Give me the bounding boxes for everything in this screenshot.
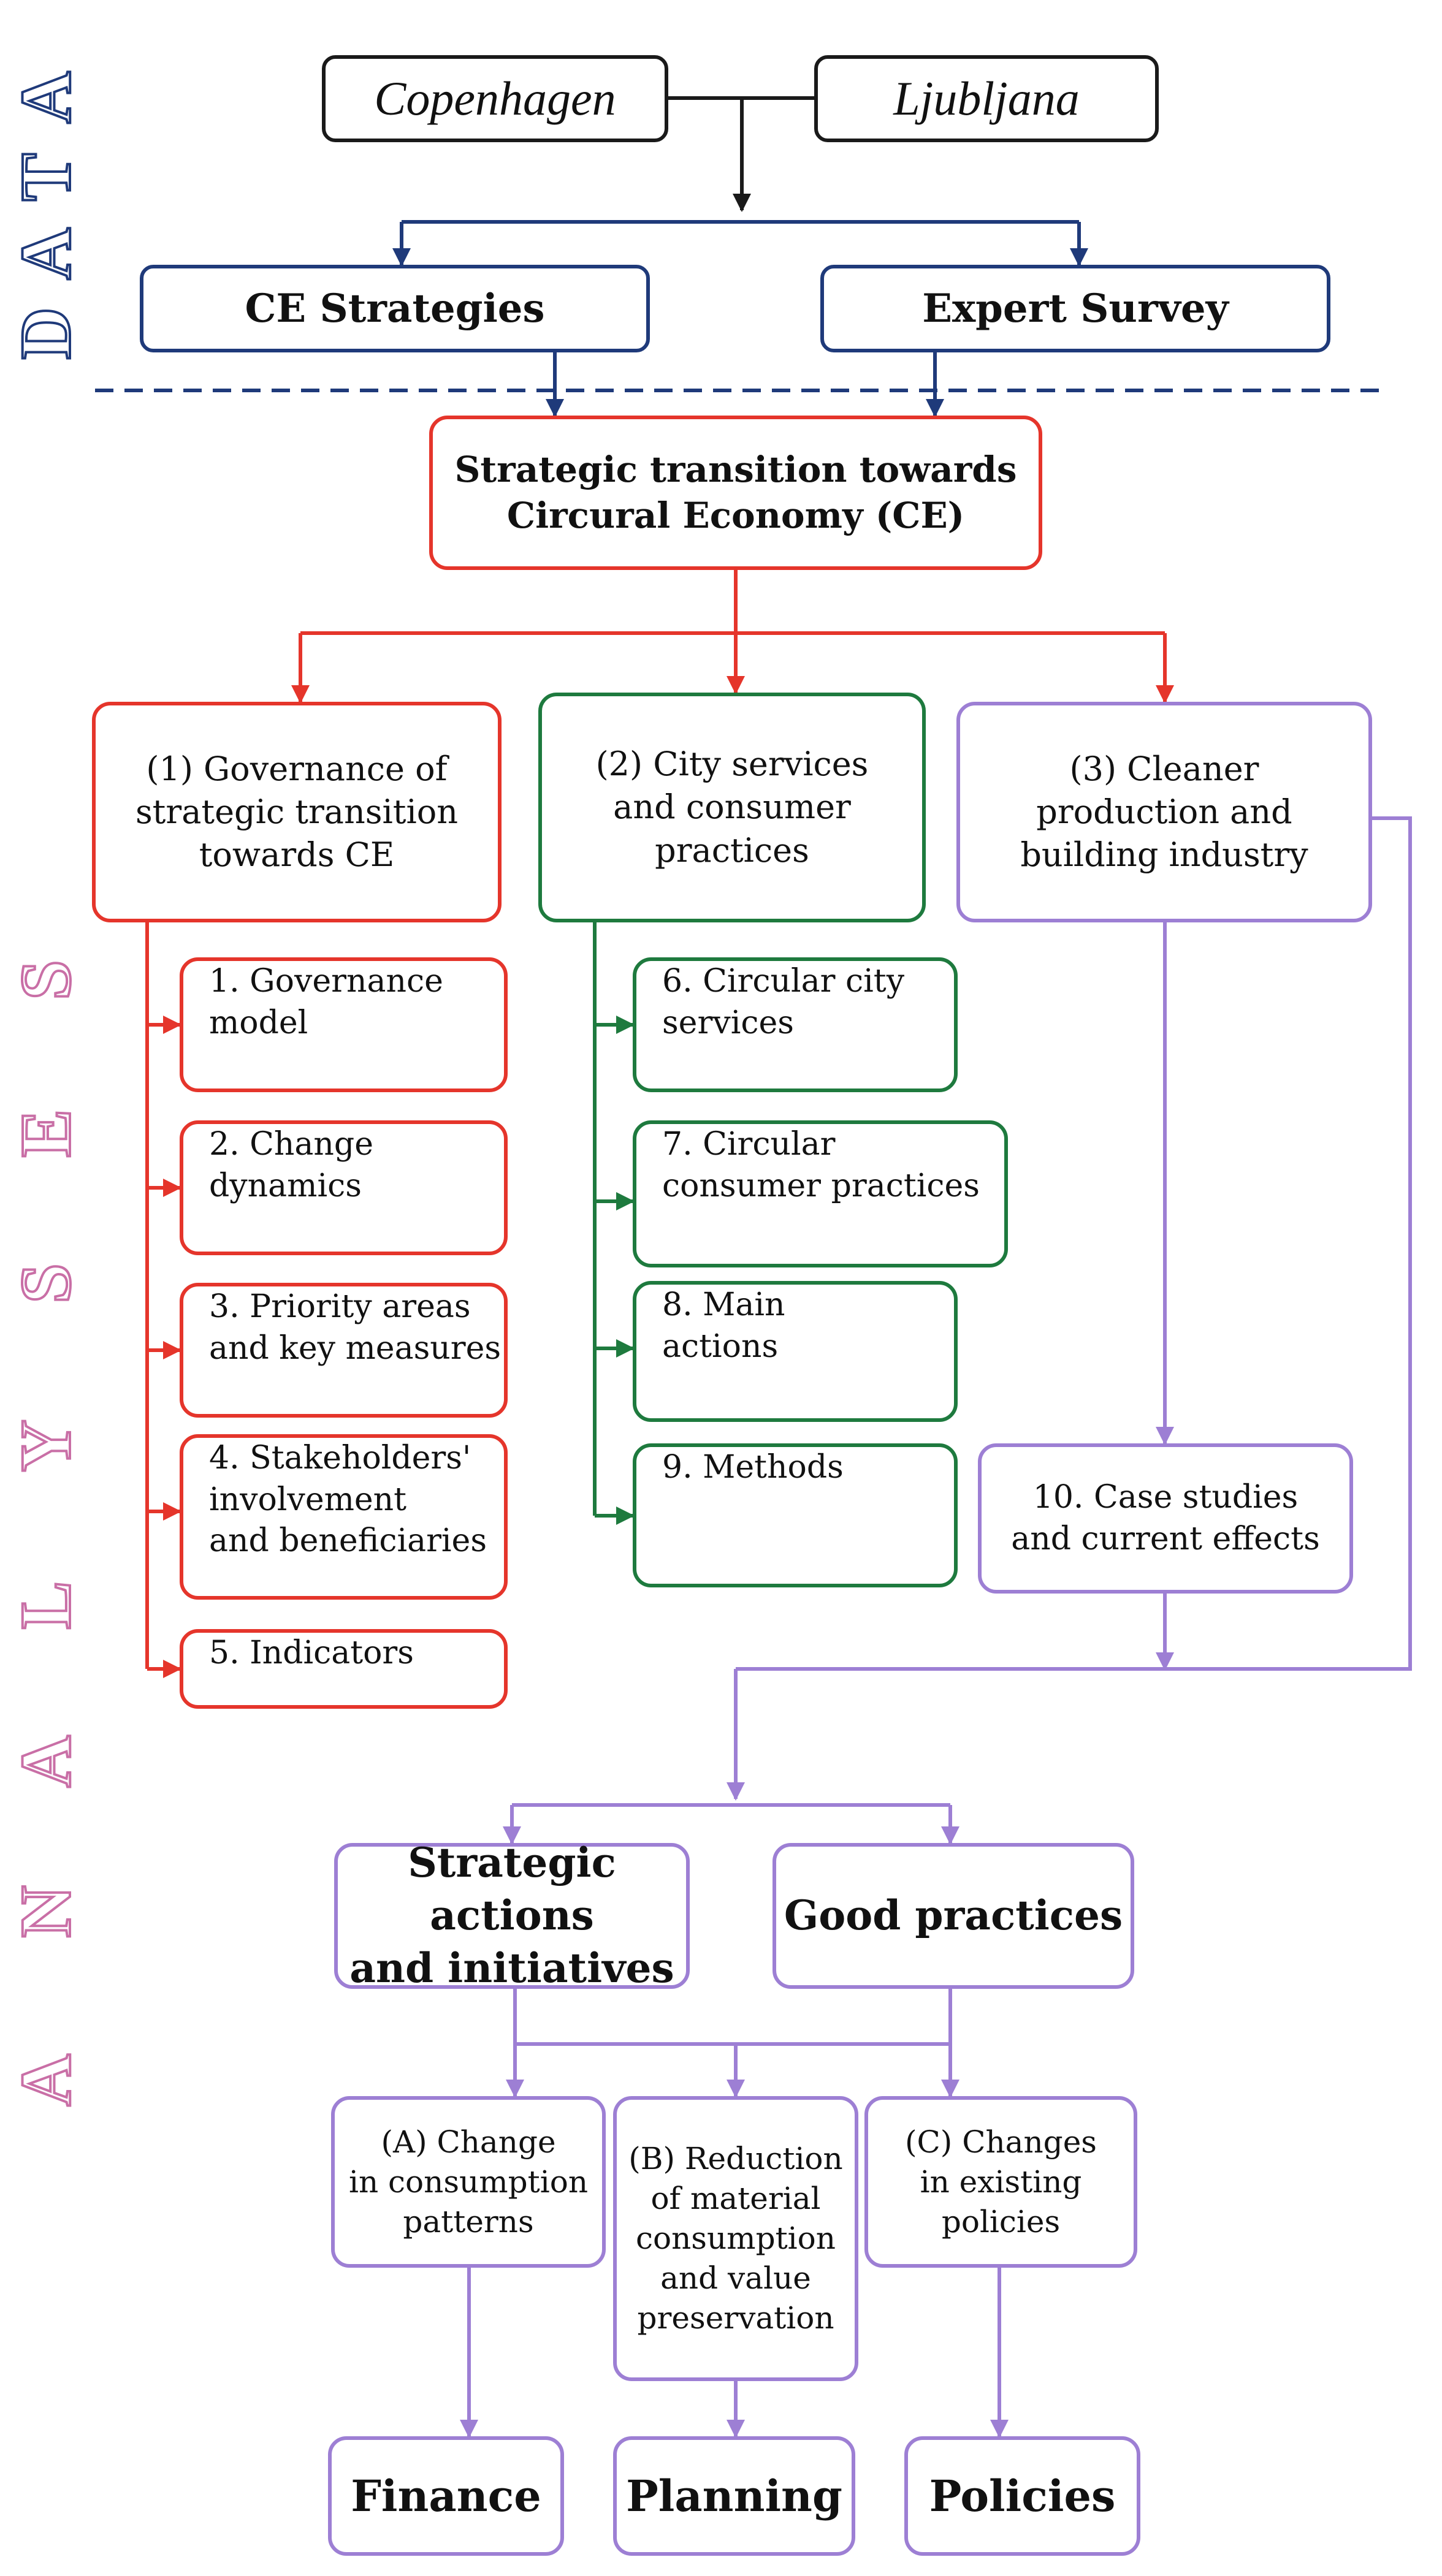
outcome-c: (C) Changes in existing policies — [864, 2096, 1137, 2268]
result-strategic-actions: Strategic actions and initiatives — [334, 1839, 690, 1992]
side-letter-analyses-2: N — [4, 1884, 87, 1939]
source-expert-survey-label: Expert Survey — [922, 285, 1229, 332]
governance-item-3-line-1: 3. Priority areas — [209, 1288, 471, 1325]
services-item-6: 6. Circular city services — [633, 957, 958, 1092]
source-ce-strategies: CE Strategies — [140, 265, 650, 352]
outcome-b-line-1: (B) Reduction — [628, 2141, 843, 2176]
strategic-transition-line-2: Circural Economy (CE) — [506, 495, 965, 536]
governance-item-4-line-2: involvement — [209, 1481, 407, 1518]
target-finance: Finance — [328, 2436, 564, 2556]
services-item-8: 8. Main actions — [633, 1281, 958, 1422]
governance-item-2: 2. Change dynamics — [180, 1120, 508, 1255]
governance-item-1-line-1: 1. Governance — [209, 963, 443, 1000]
side-letter-data-3: T — [4, 152, 87, 203]
production-item-10: 10. Case studies and current effects — [978, 1443, 1353, 1594]
city-ljubljana-label: Ljubljana — [893, 72, 1080, 126]
outcome-b-line-4: and value — [660, 2260, 811, 2296]
services-item-7: 7. Circular consumer practices — [633, 1120, 1008, 1267]
target-policies: Policies — [904, 2436, 1140, 2556]
source-expert-survey: Expert Survey — [820, 265, 1330, 352]
result-good-practices-label: Good practices — [784, 1891, 1123, 1940]
target-finance-label: Finance — [351, 2471, 541, 2521]
category-city-services-line-3: practices — [655, 830, 809, 870]
governance-item-2-line-1: 2. Change — [209, 1126, 373, 1163]
outcome-a-line-3: patterns — [403, 2203, 534, 2240]
result-strategic-actions-line-2: and initiatives — [349, 1943, 674, 1992]
governance-item-3-line-2: and key measures — [209, 1329, 502, 1367]
governance-item-5: 5. Indicators — [180, 1629, 508, 1709]
target-policies-label: Policies — [929, 2471, 1116, 2521]
red-branch-connector — [145, 570, 1174, 1678]
outcome-b-line-3: consumption — [636, 2221, 836, 2256]
production-item-10-line-2: and current effects — [1011, 1520, 1320, 1557]
category-governance: (1) Governance of strategic transition t… — [92, 702, 502, 922]
outcome-c-line-2: in existing — [920, 2164, 1082, 2200]
governance-item-2-line-2: dynamics — [209, 1167, 362, 1204]
services-item-8-line-1: 8. Main — [662, 1286, 785, 1323]
strategic-transition-line-1: Strategic transition towards — [454, 448, 1017, 490]
side-letter-data-4: A — [4, 70, 87, 124]
services-item-6-line-2: services — [662, 1004, 794, 1041]
outcome-a-line-1: (A) Change — [381, 2124, 556, 2160]
production-item-10-line-1: 10. Case studies — [1032, 1478, 1299, 1516]
services-item-9: 9. Methods — [633, 1443, 958, 1587]
services-item-6-line-1: 6. Circular city — [662, 963, 905, 1000]
outcome-b: (B) Reduction of material consumption an… — [613, 2096, 858, 2381]
governance-item-4: 4. Stakeholders' involvement and benefic… — [180, 1434, 508, 1600]
side-letter-analyses-4: L — [4, 1580, 87, 1631]
governance-item-3: 3. Priority areas and key measures — [180, 1283, 508, 1418]
outcome-c-line-3: policies — [941, 2203, 1061, 2240]
result-strategic-actions-line-1: Strategic actions — [408, 1839, 616, 1940]
side-letter-data-1: D — [4, 306, 87, 360]
category-governance-line-2: strategic transition — [135, 792, 459, 831]
side-letter-analyses-5: Y — [4, 1418, 87, 1473]
result-good-practices: Good practices — [772, 1843, 1134, 1989]
governance-item-1: 1. Governance model — [180, 957, 508, 1092]
side-letter-analyses-1: A — [4, 2053, 87, 2107]
city-connector — [668, 96, 814, 212]
category-governance-line-3: towards CE — [199, 835, 395, 875]
services-item-8-line-2: actions — [662, 1328, 779, 1365]
category-cleaner-production-line-3: building industry — [1020, 835, 1308, 875]
outcome-c-line-1: (C) Changes — [905, 2124, 1097, 2160]
category-governance-line-1: (1) Governance of — [146, 749, 448, 788]
services-item-7-line-2: consumer practices — [662, 1167, 980, 1204]
purple-flow-connector — [460, 816, 1412, 2438]
governance-item-4-line-1: 4. Stakeholders' — [209, 1440, 471, 1476]
outcome-b-line-2: of material — [650, 2181, 821, 2216]
city-ljubljana: Ljubljana — [814, 55, 1159, 142]
city-copenhagen-label: Copenhagen — [374, 72, 616, 126]
services-item-7-line-1: 7. Circular — [662, 1126, 836, 1163]
side-letter-data-2: A — [4, 226, 87, 281]
target-planning-label: Planning — [626, 2471, 842, 2521]
side-letter-analyses-7: E — [4, 1108, 87, 1159]
category-city-services-line-1: (2) City services — [595, 745, 869, 784]
category-cleaner-production-line-2: production and — [1036, 792, 1292, 831]
source-ce-strategies-label: CE Strategies — [245, 285, 545, 332]
city-copenhagen: Copenhagen — [322, 55, 668, 142]
outcome-a-line-2: in consumption — [348, 2164, 589, 2200]
category-cleaner-production-line-1: (3) Cleaner — [1069, 749, 1259, 788]
category-city-services-line-2: and consumer — [613, 788, 851, 827]
outcome-b-line-5: preservation — [637, 2300, 834, 2336]
data-split-connector — [392, 220, 1088, 417]
governance-item-4-line-3: and beneficiaries — [209, 1522, 487, 1560]
side-letter-analyses-8: S — [4, 959, 87, 1001]
strategic-transition-box: Strategic transition towards Circural Ec… — [429, 416, 1042, 570]
category-city-services: (2) City services and consumer practices — [538, 693, 926, 922]
target-planning: Planning — [613, 2436, 855, 2556]
governance-item-1-line-2: model — [209, 1004, 308, 1041]
governance-item-5-line-1: 5. Indicators — [209, 1635, 414, 1671]
services-item-9-line-1: 9. Methods — [662, 1449, 844, 1486]
outcome-a: (A) Change in consumption patterns — [331, 2096, 606, 2268]
side-letter-analyses-6: S — [4, 1262, 87, 1305]
side-letter-analyses-3: A — [4, 1734, 87, 1788]
green-branch-connector — [593, 922, 635, 1525]
category-cleaner-production: (3) Cleaner production and building indu… — [956, 702, 1372, 922]
